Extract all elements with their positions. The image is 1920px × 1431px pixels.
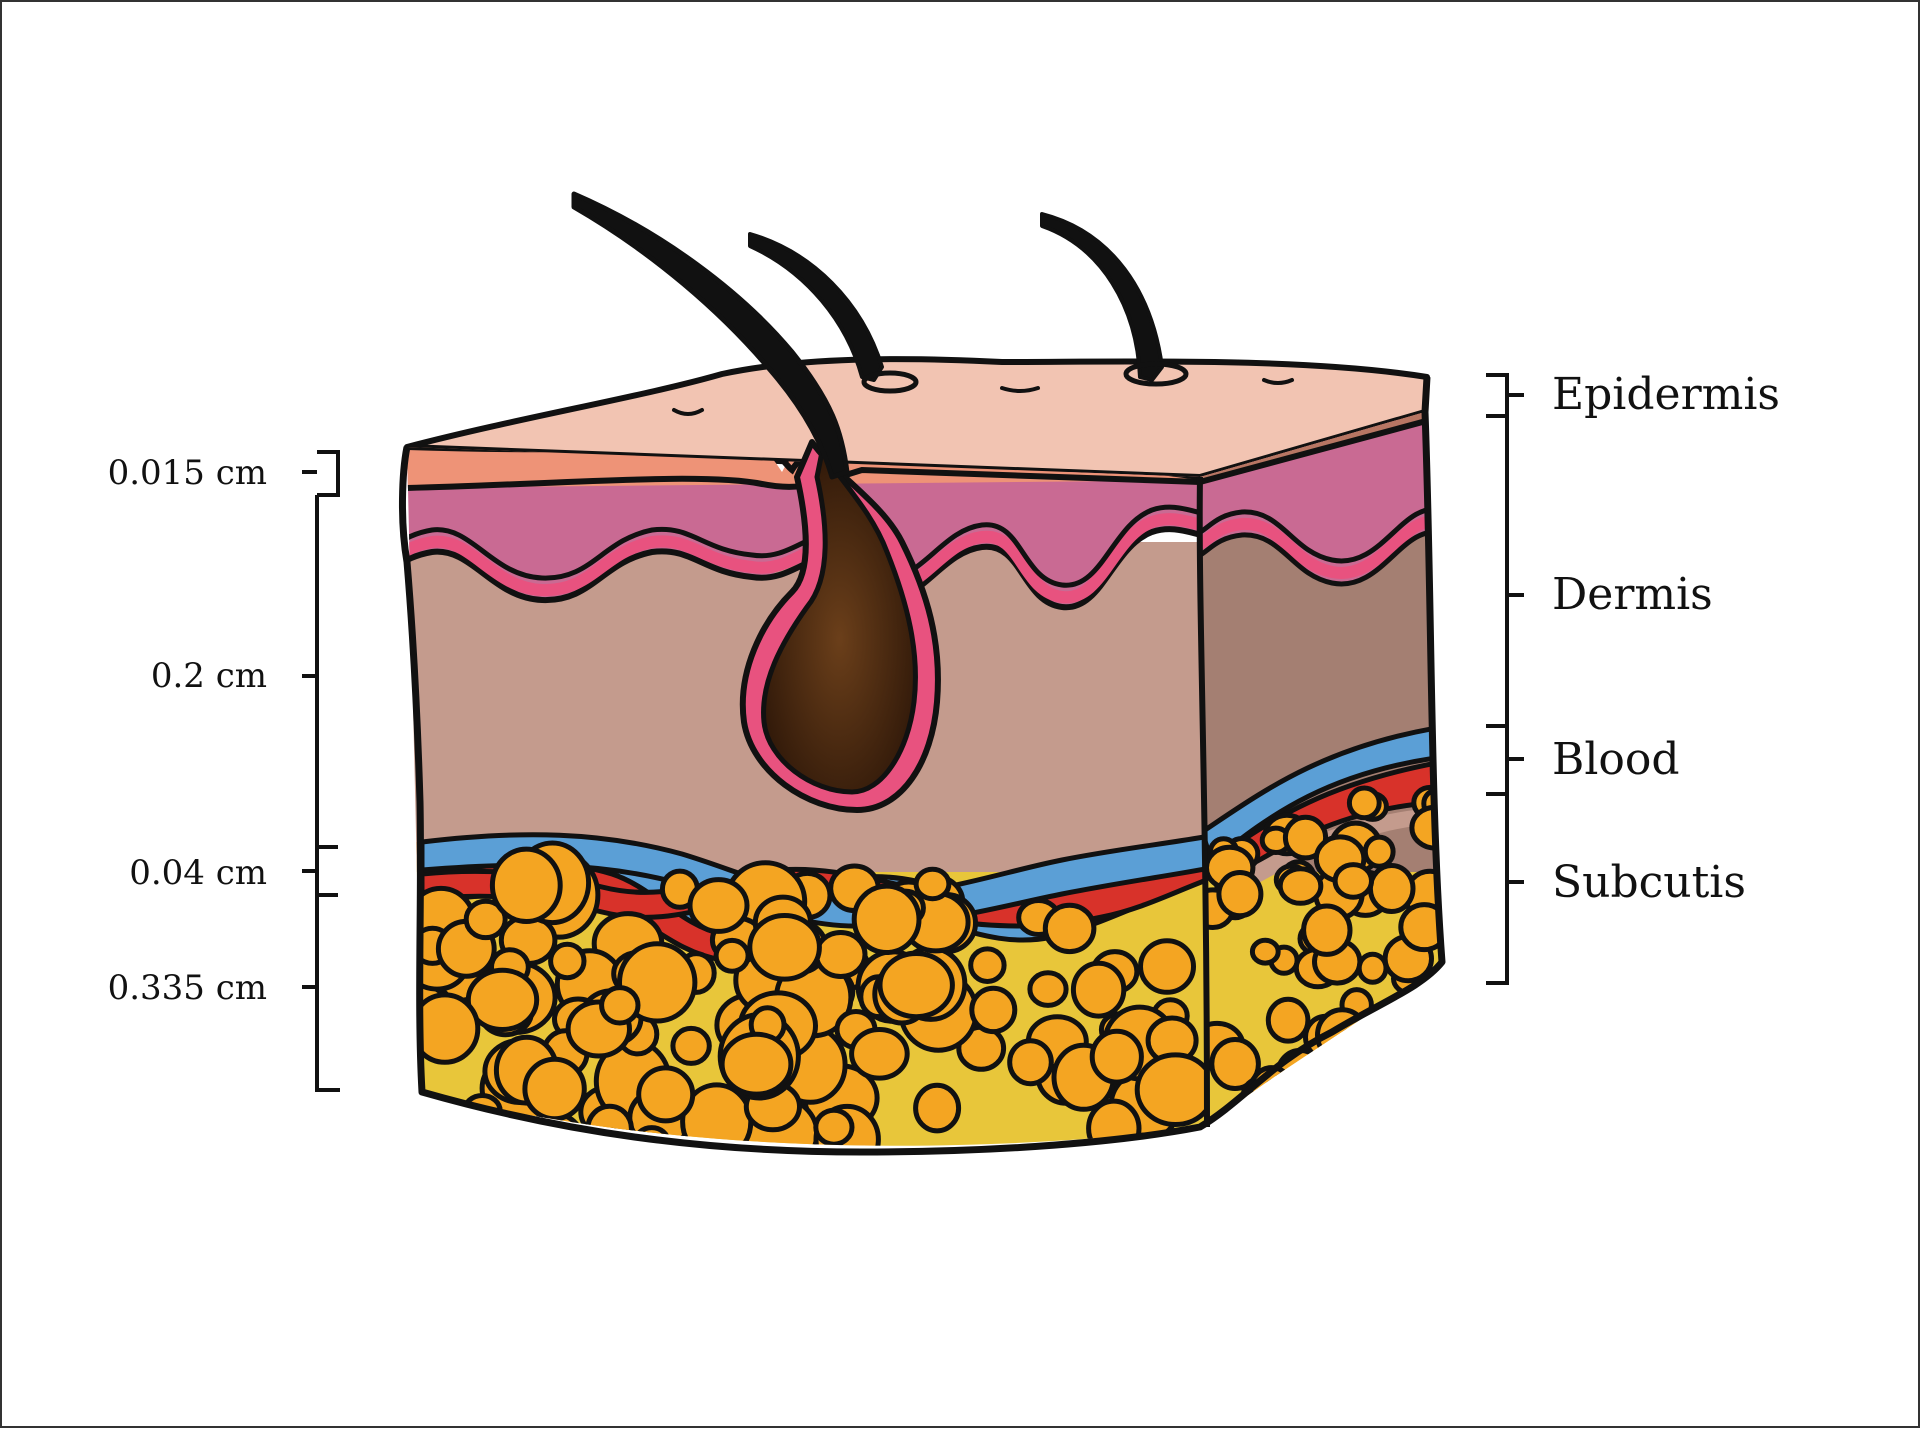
scale-bracket-epidermis [317,452,338,495]
left-scale-labels: 0.015 cm 0.2 cm 0.04 cm 0.335 cm [108,453,267,1008]
fat-cell [525,1059,584,1118]
fat-cell [1030,973,1066,1006]
fat-cell [1268,999,1308,1041]
fat-cell [852,1030,908,1079]
fat-cell [716,940,748,971]
fat-cell [394,1108,456,1164]
fat-cell [1421,1093,1452,1120]
fat-cell [1092,1031,1141,1082]
fat-cell [750,916,820,980]
fat-cell [1358,1055,1392,1089]
fat-cell [602,988,638,1023]
bracket-subcutis [1486,794,1507,983]
right-layer-brackets [1486,375,1524,983]
fat-cell [1219,873,1261,916]
fat-cell [722,1034,791,1094]
fat-cell [1294,1075,1323,1101]
fat-cell [916,1085,959,1131]
fat-cell [1379,1087,1424,1128]
side-face [1191,377,1459,1162]
fat-cell [1382,1012,1425,1055]
fat-cell [880,954,952,1017]
fat-cell [551,944,584,977]
fat-cell [1370,866,1413,912]
label-blood: Blood [1552,734,1680,785]
scale-bracket-dermis [317,495,338,847]
fat-cell [639,1068,693,1121]
fat-cell [1280,869,1321,904]
scale-label-epidermis: 0.015 cm [108,453,267,493]
fat-cell [1381,1003,1408,1031]
fat-cell [916,869,949,898]
fat-cell [673,1028,709,1063]
fat-cell [1073,963,1123,1016]
scale-label-dermis: 0.2 cm [151,656,267,696]
hair-shaft-right [1042,214,1162,380]
left-thickness-scale [302,452,340,1090]
label-epidermis: Epidermis [1552,369,1780,420]
scale-bracket-subcutis [317,895,340,1090]
fat-cell [1045,905,1094,951]
fat-cell [1365,837,1393,866]
bracket-dermis [1486,416,1507,726]
fat-cell [690,880,747,932]
label-subcutis: Subcutis [1552,857,1746,908]
fat-cell [1347,1060,1377,1087]
fat-cell [1010,1041,1052,1084]
fat-cell [492,849,560,921]
scale-label-subcutis: 0.335 cm [108,968,267,1008]
fat-cell [972,988,1015,1031]
scale-label-blood: 0.04 cm [129,853,267,893]
fat-cell [1089,1101,1139,1156]
fat-cell [1252,940,1278,963]
fat-cell [1359,954,1386,982]
fat-cell [1335,865,1371,898]
fat-cell [1367,1011,1410,1049]
fat-cell [1141,941,1194,993]
fat-cell [1419,1065,1449,1092]
label-dermis: Dermis [1552,569,1713,620]
fat-cell [1349,788,1379,818]
right-layer-labels: Epidermis Dermis Blood Subcutis [1552,369,1780,908]
fat-cell [1387,1081,1422,1115]
scale-bracket-blood [317,847,338,895]
bracket-epidermis [1486,375,1507,416]
fat-cell [854,886,919,952]
fat-cell [971,949,1004,982]
fat-cell [1352,1075,1381,1105]
fat-cell [1137,1055,1214,1125]
fat-cell [1304,906,1350,954]
bracket-blood [1486,726,1507,794]
fat-cell [816,1110,852,1144]
